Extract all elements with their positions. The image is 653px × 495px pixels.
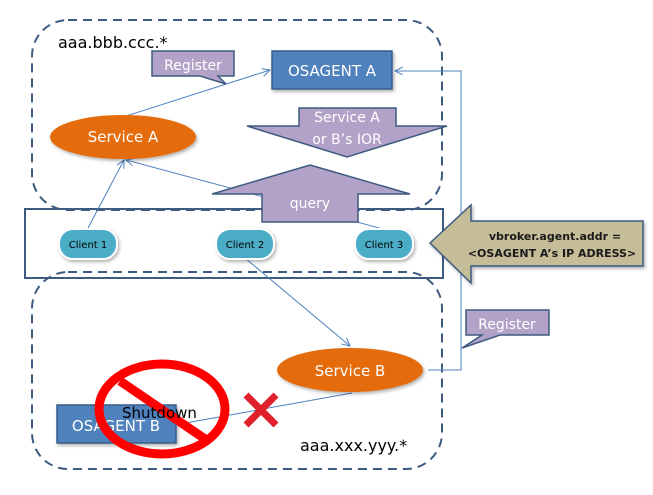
client-2-node[interactable]: Client 2 [215,228,275,260]
config-arrow-line1: vbroker.agent.addr = [489,230,621,243]
connector-client1-to-service-a [87,160,124,229]
cross-stroke-2 [243,392,279,428]
osagent-b-label: OSAGENT B [72,417,160,435]
osagent-a-box [271,50,393,90]
query-arrow: query [211,164,411,223]
callout-shape [151,50,235,85]
connector-service-a-to-osagent-a [122,70,270,118]
client-3-label: Client 3 [365,240,404,251]
reply-arrow-line2: or B’s IOR [312,132,382,148]
client-2-label: Client 2 [226,240,265,251]
reply-arrow: Service A or B’s IOR [246,107,448,158]
zone-bottom-label: aaa.xxx.yyy.* [300,436,407,455]
reply-arrow-line1: Service A [314,110,380,126]
register-right-label: Register [478,317,536,333]
config-arrow-line2: <OSAGENT A’s IP ADRESS> [468,247,636,260]
osagent-a-label: OSAGENT A [288,62,377,80]
reply-arrow-shape [246,107,448,158]
register-callout-top: Register [151,50,235,85]
prohibited-slash [117,377,208,443]
service-a-ellipse [50,115,196,159]
register-top-label: Register [164,58,222,74]
zone-top-label: aaa.bbb.ccc.* [58,33,168,52]
shutdown-label: Shutdown [122,404,197,422]
service-a-node[interactable]: Service A [50,115,196,159]
prohibited-ring [94,359,230,459]
config-arrow: vbroker.agent.addr = <OSAGENT A’s IP ADR… [428,203,644,285]
client-3-pill [354,228,414,260]
client-3-node[interactable]: Client 3 [354,228,414,260]
client-1-node[interactable]: Client 1 [58,228,118,260]
client-2-pill [215,228,275,260]
service-a-label: Service A [88,128,159,146]
register-callout-right: Register [461,309,550,349]
callout-shape [461,309,550,349]
query-arrow-label: query [290,196,330,212]
service-b-ellipse [277,348,423,392]
connector-service-b-to-osagent-a [395,71,462,371]
query-arrow-shape [211,164,411,223]
service-b-node[interactable]: Service B [277,348,423,392]
connector-client2-to-service-b [244,257,350,346]
service-b-label: Service B [315,362,386,380]
osagent-a-node[interactable]: OSAGENT A [271,50,393,90]
client-1-pill [58,228,118,260]
config-arrow-shape [428,203,644,285]
client-1-label: Client 1 [69,240,108,251]
cross-icon [243,392,279,428]
prohibited-icon [94,359,230,459]
